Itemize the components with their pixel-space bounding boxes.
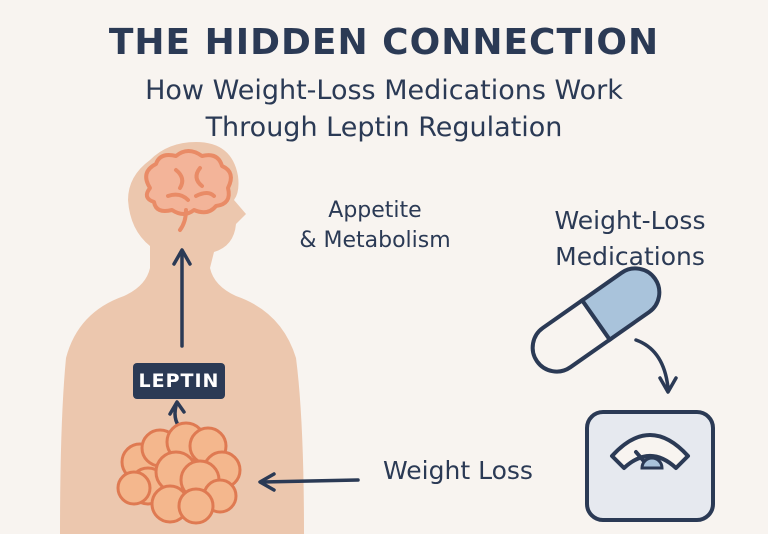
pill-icon — [530, 266, 662, 374]
scale-icon — [585, 410, 715, 522]
weight-loss-medications-label: Weight-Loss Medications — [520, 203, 740, 275]
subtitle-line-2: Through Leptin Regulation — [205, 112, 563, 143]
meds-line-2: Medications — [555, 242, 705, 271]
appetite-metabolism-label: Appetite & Metabolism — [270, 196, 480, 256]
arrow-pill-to-scale-icon — [634, 338, 678, 394]
arrow-weightloss-to-fat-icon — [258, 472, 360, 492]
page-title: THE HIDDEN CONNECTION — [108, 22, 660, 63]
leptin-badge: LEPTIN — [133, 363, 225, 399]
subtitle-line-1: How Weight-Loss Medications Work — [145, 75, 623, 106]
brain-icon — [144, 149, 233, 232]
appetite-line-2: & Metabolism — [299, 228, 451, 253]
arrow-leptin-to-brain-icon — [172, 248, 192, 348]
fat-cells-icon — [116, 421, 242, 525]
weight-loss-label: Weight Loss — [383, 456, 533, 485]
meds-line-1: Weight-Loss — [554, 206, 706, 235]
appetite-line-1: Appetite — [328, 198, 422, 223]
page-subtitle: How Weight-Loss Medications Work Through… — [0, 72, 768, 146]
